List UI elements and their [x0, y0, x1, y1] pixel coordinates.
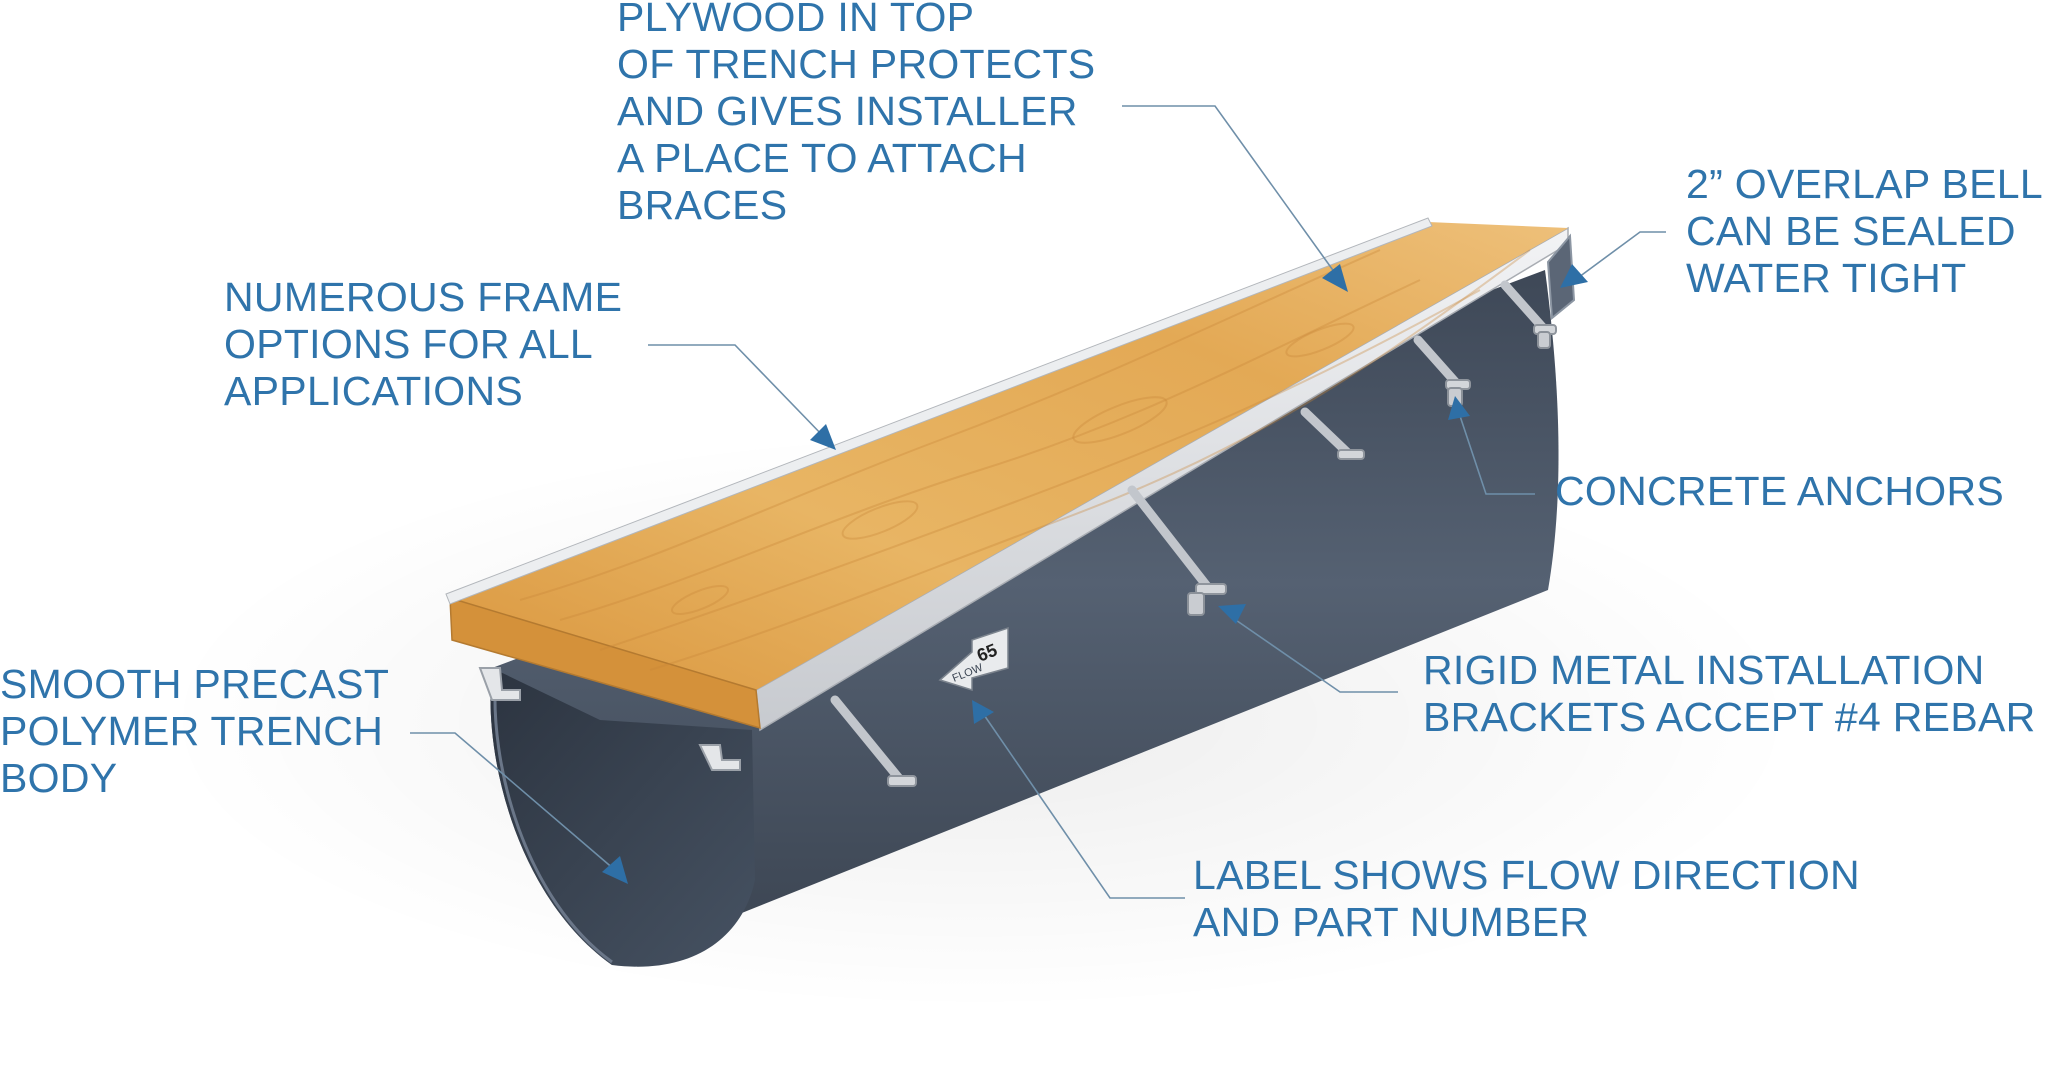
- callout-plywood-line: BRACES: [617, 182, 788, 228]
- leader-trench-body: [410, 732, 616, 871]
- arrowhead-brackets: [1218, 604, 1246, 624]
- plywood-top: [450, 222, 1568, 690]
- callout-flow-label-line: LABEL SHOWS FLOW DIRECTION: [1193, 852, 1860, 898]
- callout-concrete-anchors-line: CONCRETE ANCHORS: [1555, 468, 2005, 514]
- callout-brackets: RIGID METAL INSTALLATION BRACKETS ACCEPT…: [1423, 647, 2036, 741]
- callout-trench-body-line: POLYMER TRENCH: [0, 708, 384, 754]
- callout-plywood-line: OF TRENCH PROTECTS: [617, 41, 1096, 87]
- callout-frame-options-line: NUMEROUS FRAME: [224, 274, 623, 320]
- callout-overlap-bell-line: CAN BE SEALED: [1686, 208, 2016, 254]
- arrowhead-trench-body: [602, 856, 628, 884]
- arrowhead-concrete-anchors: [1448, 396, 1470, 420]
- flow-arrow-icon: [938, 626, 1009, 692]
- arrowhead-flow-label: [972, 700, 994, 724]
- callout-flow-label: LABEL SHOWS FLOW DIRECTION AND PART NUMB…: [1193, 852, 1860, 946]
- trench-body: [490, 270, 1559, 965]
- leader-frame-options: [648, 344, 826, 439]
- leader-lines: [410, 105, 1666, 899]
- callout-overlap-bell-line: 2” OVERLAP BELL: [1686, 161, 2043, 207]
- installation-brackets: [830, 280, 1550, 787]
- wood-grain: [519, 249, 1531, 671]
- leader-overlap-bell: [1574, 231, 1666, 281]
- arrowhead-plywood: [1322, 264, 1348, 292]
- callout-trench-body: SMOOTH PRECAST POLYMER TRENCH BODY: [0, 661, 389, 802]
- callout-trench-body-line: SMOOTH PRECAST: [0, 661, 390, 707]
- callout-concrete-anchors: CONCRETE ANCHORS: [1555, 468, 2004, 515]
- callout-flow-label-line: AND PART NUMBER: [1193, 899, 1590, 945]
- callout-overlap-bell: 2” OVERLAP BELL CAN BE SEALED WATER TIGH…: [1686, 161, 2043, 302]
- leader-plywood: [1122, 105, 1341, 281]
- bracket-feet: [887, 324, 1557, 787]
- callout-plywood: PLYWOOD IN TOP OF TRENCH PROTECTS AND GI…: [617, 0, 1095, 229]
- leader-concrete-anchors: [1457, 409, 1535, 495]
- arrowhead-frame-options: [810, 424, 836, 450]
- callout-plywood-line: PLYWOOD IN TOP: [617, 0, 975, 40]
- overlap-bell: [1546, 233, 1576, 320]
- leader-brackets: [1229, 615, 1398, 693]
- trench-open-end: [490, 668, 755, 967]
- callout-frame-options: NUMEROUS FRAME OPTIONS FOR ALL APPLICATI…: [224, 274, 622, 415]
- callout-brackets-line: RIGID METAL INSTALLATION: [1423, 647, 1985, 693]
- callout-frame-options-line: APPLICATIONS: [224, 368, 524, 414]
- flow-part-label: FLOW 65: [938, 626, 1009, 692]
- leader-arrowheads: [602, 264, 1588, 884]
- leader-flow-label: [981, 711, 1185, 899]
- plywood-edge: [449, 596, 761, 730]
- callout-frame-options-line: OPTIONS FOR ALL: [224, 321, 594, 367]
- frame-lip-right: [698, 744, 741, 771]
- arrowhead-overlap-bell: [1560, 264, 1588, 288]
- frame-lip-left: [478, 667, 521, 701]
- callout-plywood-line: AND GIVES INSTALLER: [617, 88, 1078, 134]
- frame-rail-left: [445, 217, 1433, 605]
- callout-overlap-bell-line: WATER TIGHT: [1686, 255, 1967, 301]
- callout-trench-body-line: BODY: [0, 755, 118, 801]
- callout-brackets-line: BRACKETS ACCEPT #4 REBAR: [1423, 694, 2036, 740]
- callout-plywood-line: A PLACE TO ATTACH: [617, 135, 1027, 181]
